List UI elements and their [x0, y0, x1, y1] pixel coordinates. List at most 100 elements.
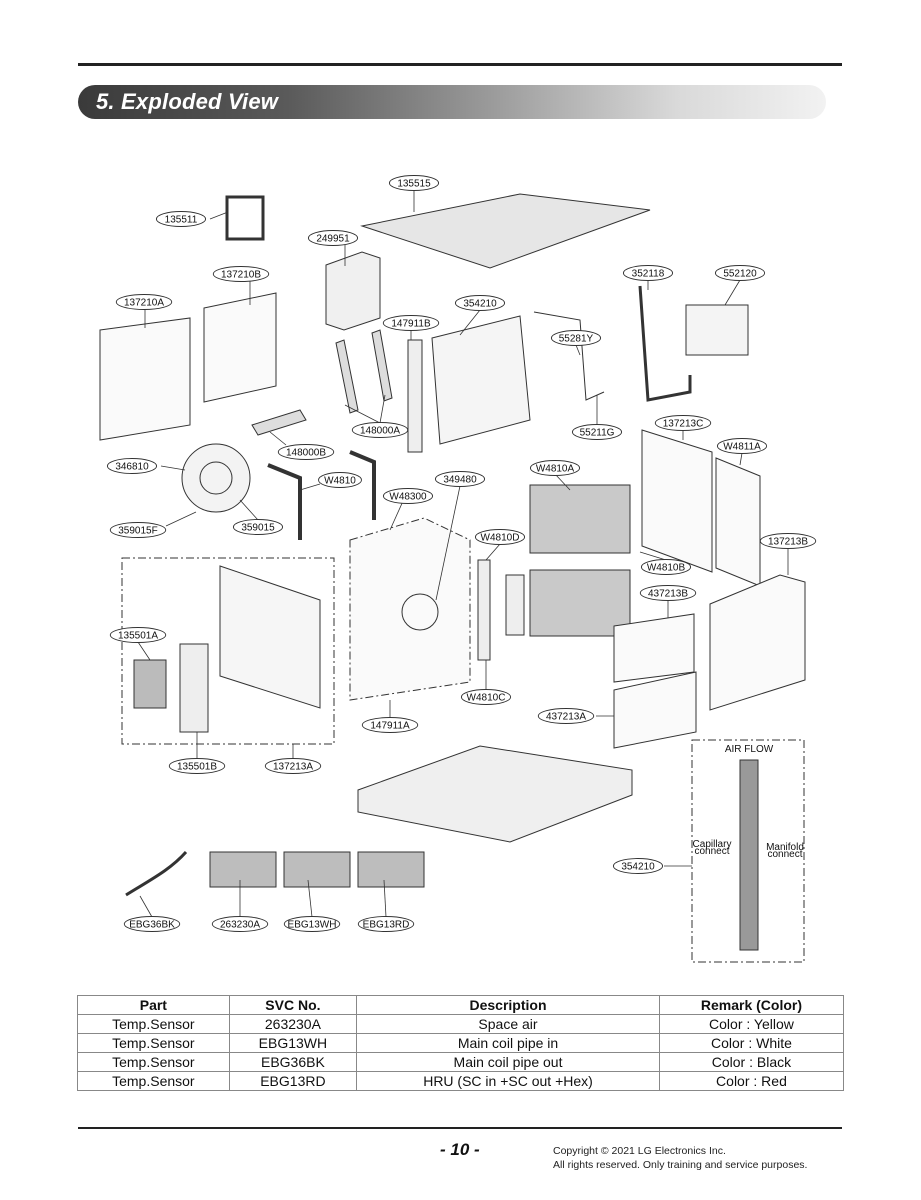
panel-437213B: [613, 613, 695, 683]
callout-label: 148000B: [286, 448, 326, 459]
cell-svc-no: 263230A: [228, 1014, 358, 1034]
sensor-photo-263230A: [209, 851, 277, 888]
cell-part: Temp.Sensor: [77, 1052, 230, 1072]
callout-label: 137213A: [273, 762, 313, 773]
table-row: Temp.Sensor 263230A Space air Color : Ye…: [77, 1014, 845, 1034]
panel-137213C: [641, 429, 713, 573]
post-147911B: [407, 339, 423, 453]
side-panel-137210B: [203, 292, 277, 403]
blower-fan-hub: [199, 461, 233, 495]
rail-W48300: [349, 450, 376, 520]
callout-oval: [109, 522, 167, 538]
callout-label: 55281Y: [559, 334, 594, 345]
callout-oval: [123, 916, 181, 932]
callout-oval: [307, 230, 359, 246]
callout-oval: [155, 211, 207, 227]
callout-label: W4810A: [536, 464, 575, 475]
leader-lines: [137, 190, 789, 918]
callout-label: 137210B: [221, 270, 261, 281]
rail-W4810C: [505, 574, 525, 636]
callout-oval: [361, 717, 419, 733]
callout-label: EBG13WH: [288, 920, 337, 931]
filter-135501A: [133, 659, 167, 709]
cell-description: HRU (SC in +SC out +Hex): [356, 1071, 660, 1091]
callout-label: 346810: [115, 462, 149, 473]
manifold-352118: [638, 285, 692, 402]
cell-description: Main coil pipe out: [356, 1052, 660, 1072]
capillary-label-2: connect: [694, 846, 729, 857]
callout-oval: [622, 265, 674, 281]
copyright-line-1: Copyright © 2021 LG Electronics Inc.: [553, 1145, 726, 1157]
callout-oval: [106, 458, 158, 474]
top-panel: [360, 193, 651, 269]
panel-group-137213A: [121, 557, 335, 745]
callout-oval: [109, 627, 167, 643]
callout-label: 137213B: [768, 537, 808, 548]
callout-label: 147911B: [391, 319, 431, 330]
manifold-label-1: Manifold: [766, 842, 804, 853]
bracket-148000B: [251, 409, 307, 436]
table-row: Temp.Sensor EBG13WH Main coil pipe in Co…: [77, 1033, 845, 1053]
callout-oval: [388, 175, 440, 191]
col-remark: Remark (Color): [658, 995, 845, 1015]
callout-oval: [454, 295, 506, 311]
callout-label: W4810B: [647, 563, 686, 574]
callout-oval: [550, 330, 602, 346]
sensor-photo-EBG13WH: [283, 851, 351, 888]
callout-oval: [640, 559, 692, 575]
col-description: Description: [356, 995, 660, 1015]
sensor-photo-EBG13RD: [357, 851, 425, 888]
callout-label: 148000A: [360, 426, 400, 437]
callout-oval: [654, 415, 712, 431]
callout-label: EBG13RD: [363, 920, 410, 931]
callout-oval: [232, 519, 284, 535]
callout-oval: [571, 424, 623, 440]
gasket-135511: [225, 195, 265, 241]
callout-label: W4810: [324, 476, 356, 487]
cell-remark: Color : Red: [658, 1071, 845, 1091]
callout-label: 147911A: [370, 721, 410, 732]
panel-137213A: [219, 565, 321, 709]
partition-147911A: [349, 517, 471, 701]
callout-group: 135515135511249951137210B137210A147911B3…: [106, 175, 817, 932]
airflow-label: AIR FLOW: [725, 744, 774, 755]
callout-label: 137213C: [663, 419, 704, 430]
callout-oval: [714, 265, 766, 281]
callout-label: W4810C: [467, 693, 506, 704]
cell-svc-no: EBG13WH: [228, 1033, 358, 1053]
top-rule: [78, 63, 842, 66]
callout-oval: [537, 708, 595, 724]
cell-remark: Color : White: [658, 1033, 845, 1053]
panel-137213B: [709, 574, 806, 711]
cell-description: Main coil pipe in: [356, 1033, 660, 1053]
col-svc-no: SVC No.: [228, 995, 358, 1015]
pipe-55281Y: [533, 311, 605, 401]
callout-oval: [434, 471, 486, 487]
callout-oval: [283, 916, 341, 932]
filter-135501B: [179, 643, 209, 733]
cell-description: Space air: [356, 1014, 660, 1034]
coil-detail: [739, 759, 759, 951]
callout-oval: [460, 689, 512, 705]
callout-oval: [318, 472, 362, 488]
callout-label: 437213B: [648, 589, 688, 600]
control-box: [325, 251, 381, 331]
callout-oval: [639, 585, 697, 601]
callout-label: 359015F: [118, 526, 157, 537]
cell-remark: Color : Yellow: [658, 1014, 845, 1034]
panel-437213A: [613, 671, 697, 749]
callout-oval: [529, 460, 581, 476]
copyright: Copyright © 2021 LG Electronics Inc. All…: [553, 1144, 807, 1172]
callout-label: 354210: [621, 862, 655, 873]
capillary-label-1: Capillary: [693, 839, 732, 850]
page-number: - 10 -: [440, 1140, 480, 1159]
base-pan: [357, 745, 633, 843]
partition-opening: [401, 593, 439, 631]
callout-oval: [351, 422, 409, 438]
callout-label: W4810D: [481, 533, 520, 544]
callout-label: W4811A: [723, 442, 761, 453]
col-part: Part: [77, 995, 230, 1015]
callout-label: 354210: [463, 299, 497, 310]
bracket-148000A-1: [335, 339, 359, 414]
table-header-row: Part SVC No. Description Remark (Color): [77, 995, 845, 1015]
